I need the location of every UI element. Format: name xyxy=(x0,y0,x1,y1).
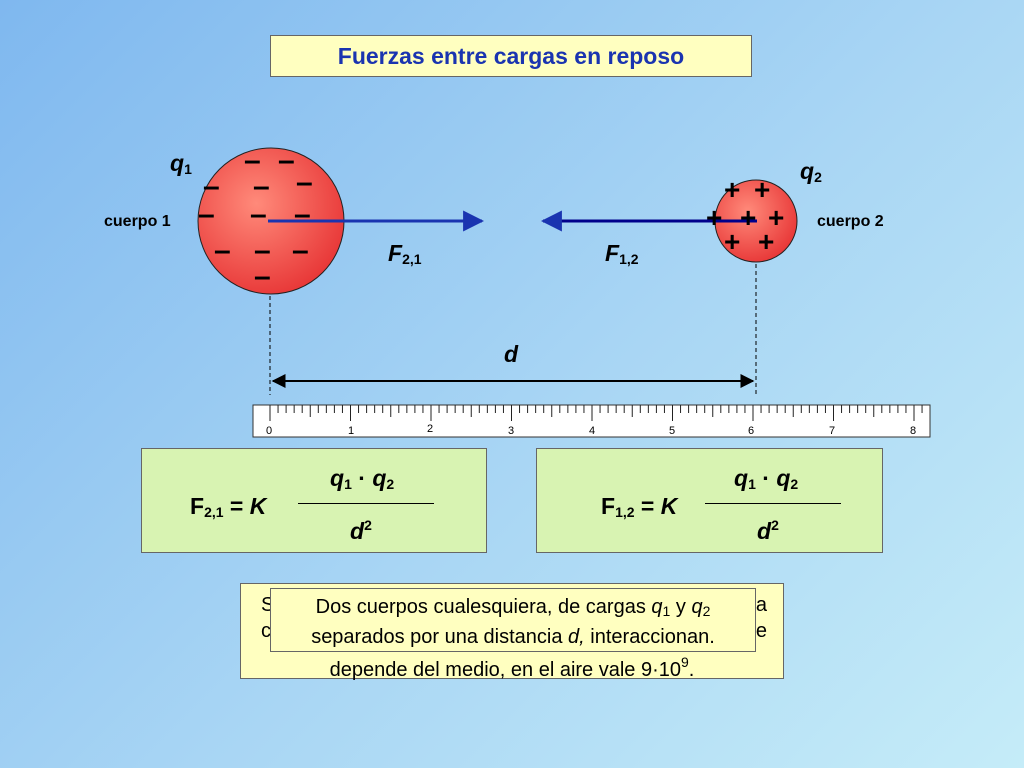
minus-sign: – xyxy=(294,198,311,231)
ruler-number: 0 xyxy=(266,425,273,437)
plus-sign: + xyxy=(758,226,775,257)
formula-left-numerator: q1 · q2 xyxy=(330,465,395,492)
ruler-ticks xyxy=(269,405,923,421)
title-box: Fuerzas entre cargas en reposo xyxy=(270,35,752,77)
formula-box-right: q1 · q2 F1,2 = K d2 xyxy=(536,448,883,553)
minus-sign: – xyxy=(254,260,271,293)
formula-box-left: q1 · q2 F2,1 = K d2 xyxy=(141,448,487,553)
note-front-line1: Dos cuerpos cualesquiera, de cargas q1 y… xyxy=(315,596,711,619)
ruler-number: 3 xyxy=(508,425,515,437)
formula-right-fraction-bar xyxy=(705,503,841,504)
plus-sign: + xyxy=(768,202,785,233)
minus-sign: – xyxy=(214,234,231,267)
formula-left-lhs: F2,1 = K xyxy=(190,493,267,520)
ruler-number: 8 xyxy=(910,425,917,437)
q1-label: q1 xyxy=(170,150,192,177)
formula-right-denominator: d2 xyxy=(757,517,779,544)
body1-name: cuerpo 1 xyxy=(104,213,171,230)
plus-sign: + xyxy=(706,202,723,233)
plus-sign: + xyxy=(724,226,741,257)
ruler-number: 6 xyxy=(748,425,755,437)
note-back-line2-start: c xyxy=(261,620,271,642)
ruler-number: 4 xyxy=(589,425,596,437)
note-back-line3: depende del medio, en el aire vale 9·109… xyxy=(329,654,695,681)
minus-sign: – xyxy=(250,198,267,231)
plus-sign: + xyxy=(754,174,771,205)
formula-right-lhs: F1,2 = K xyxy=(601,493,678,520)
force-12-label: F1,2 xyxy=(605,240,639,267)
force-21-label: F2,1 xyxy=(388,240,422,267)
minus-sign: – xyxy=(296,166,313,199)
formula-right-numerator: q1 · q2 xyxy=(734,465,799,492)
note-front-line2: separados por una distancia d, interacci… xyxy=(311,626,715,648)
minus-sign: – xyxy=(278,144,295,177)
q2-label: q2 xyxy=(800,158,822,185)
formula-left-fraction-bar xyxy=(298,503,434,504)
body2-name: cuerpo 2 xyxy=(817,213,884,230)
formula-left-denominator: d2 xyxy=(350,517,372,544)
ruler-number: 1 xyxy=(348,425,355,437)
note-back-line2-end: e xyxy=(755,620,767,642)
note-back-line1-end: a xyxy=(755,594,767,616)
minus-sign: – xyxy=(244,144,261,177)
minus-sign: – xyxy=(292,234,309,267)
ruler-number: 5 xyxy=(669,425,676,437)
note-front: Dos cuerpos cualesquiera, de cargas q1 y… xyxy=(270,588,756,652)
minus-sign: – xyxy=(254,234,271,267)
distance-label: d xyxy=(504,341,519,367)
ruler-number: 7 xyxy=(829,425,836,437)
minus-sign: – xyxy=(253,170,270,203)
plus-sign: + xyxy=(724,174,741,205)
ruler-number: 2 xyxy=(427,423,434,435)
plus-sign: + xyxy=(740,202,757,233)
page-title: Fuerzas entre cargas en reposo xyxy=(337,42,685,69)
minus-sign: – xyxy=(203,170,220,203)
minus-sign: – xyxy=(198,198,215,231)
